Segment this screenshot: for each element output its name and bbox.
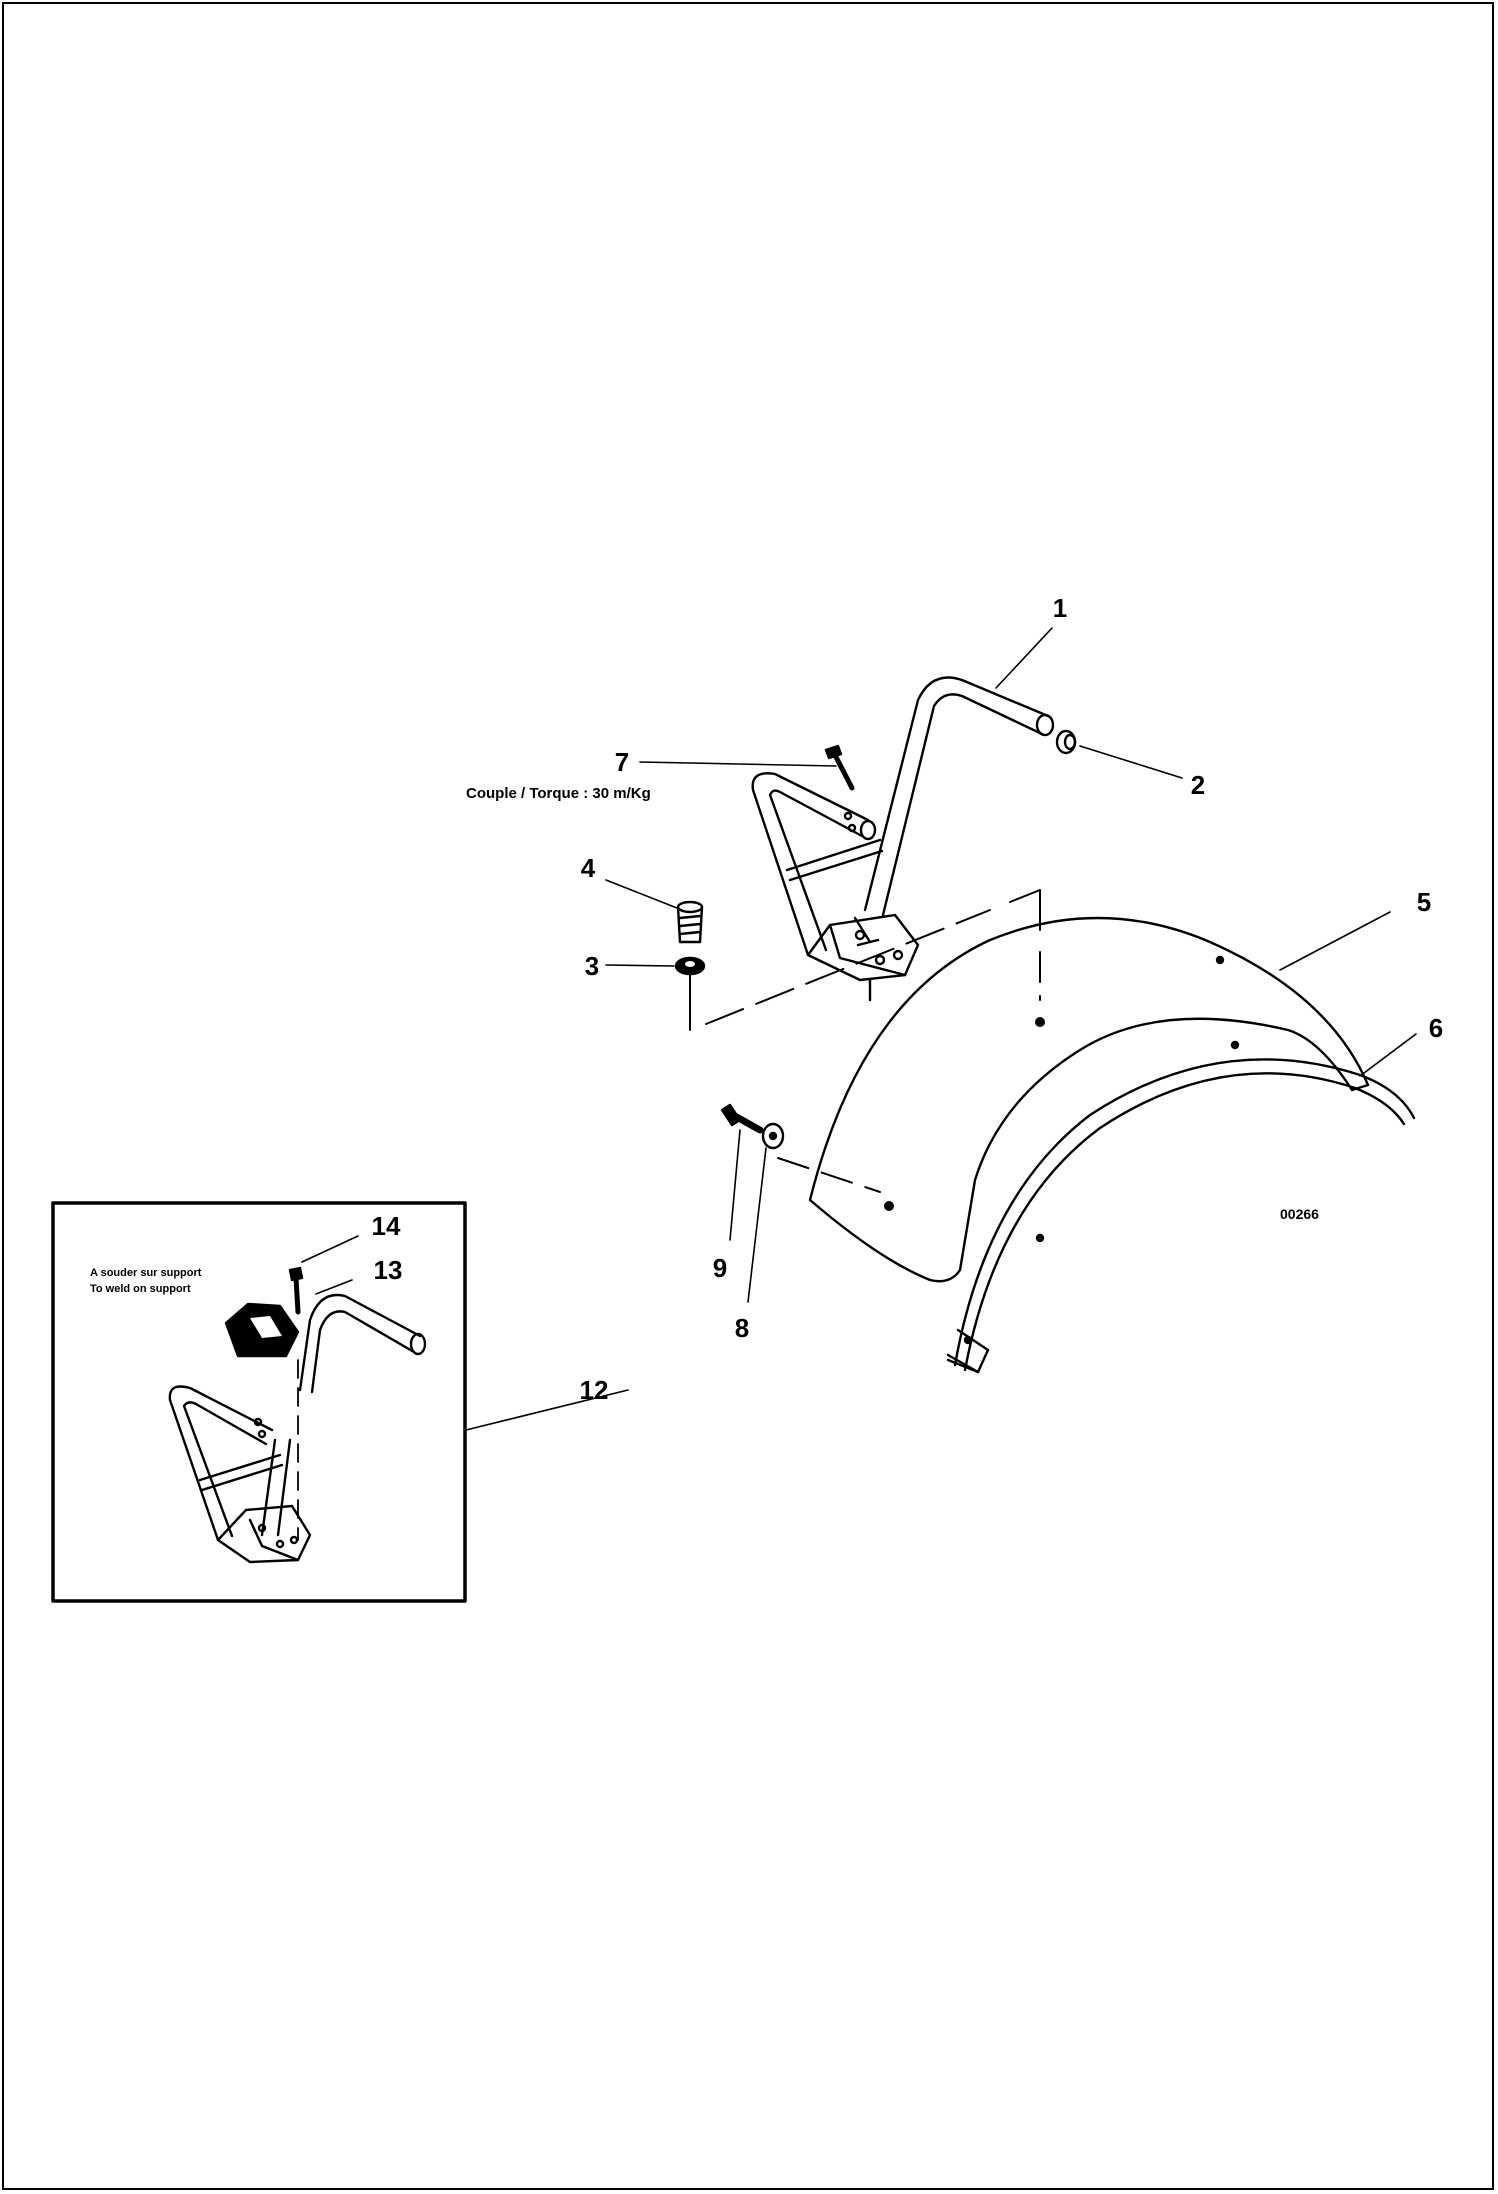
washer-part-8 bbox=[761, 1122, 785, 1150]
leader-lines bbox=[301, 627, 1417, 1431]
bolt-part-9 bbox=[720, 1103, 764, 1134]
callout-7: 7 bbox=[614, 747, 630, 777]
bolt-part-4 bbox=[676, 900, 704, 944]
rubber-strip-part-6 bbox=[946, 1040, 1416, 1374]
bush-part-2 bbox=[1055, 729, 1077, 755]
weld-note-french: A souder sur support bbox=[90, 1267, 202, 1279]
callout-14: 14 bbox=[371, 1211, 401, 1241]
detail-inset-part-12 bbox=[51, 1201, 467, 1603]
callout-12: 12 bbox=[579, 1375, 609, 1405]
bolt-part-7 bbox=[824, 744, 855, 791]
torque-note: Couple / Torque : 30 m/Kg bbox=[466, 785, 651, 802]
callout-2: 2 bbox=[1190, 770, 1206, 800]
handle-support-part-1 bbox=[751, 676, 1055, 1002]
callout-6: 6 bbox=[1428, 1013, 1444, 1043]
callout-5: 5 bbox=[1416, 887, 1432, 917]
callout-4: 4 bbox=[580, 853, 596, 883]
callout-1: 1 bbox=[1052, 593, 1068, 623]
mudguard-part-5 bbox=[808, 916, 1370, 1283]
callout-9: 9 bbox=[712, 1253, 728, 1283]
callout-3: 3 bbox=[584, 951, 600, 981]
callout-8: 8 bbox=[734, 1313, 750, 1343]
drawing-code: 00266 bbox=[1280, 1206, 1319, 1222]
washer-part-3 bbox=[674, 956, 706, 976]
callout-13: 13 bbox=[373, 1255, 403, 1285]
weld-note-english: To weld on support bbox=[90, 1283, 191, 1295]
